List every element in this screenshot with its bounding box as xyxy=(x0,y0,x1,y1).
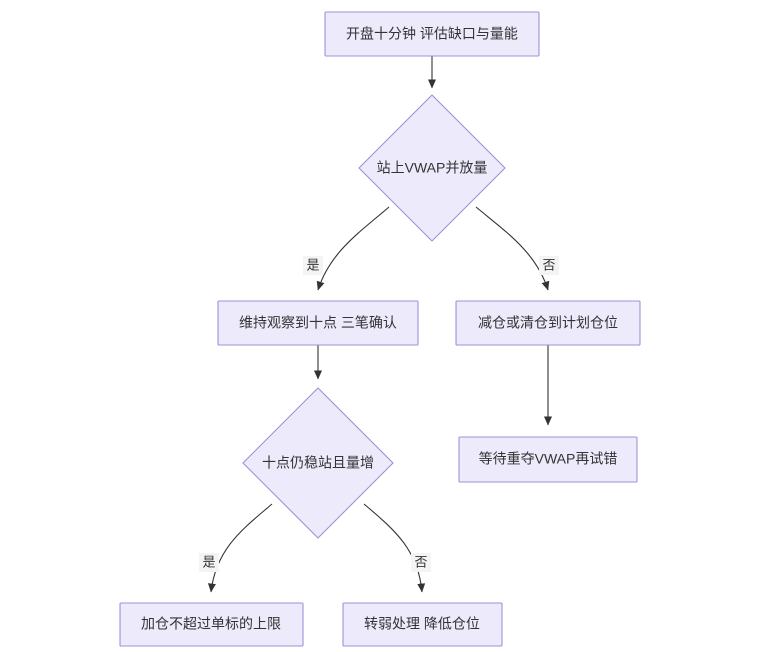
node-weaken-reduce-shape[interactable] xyxy=(342,602,503,647)
node-decision-vwap[interactable]: 站上VWAP并放量 xyxy=(358,94,506,242)
node-group: 开盘十分钟 评估缺口与量能 站上VWAP并放量 维持观察到十点 三笔确认 减仓或… xyxy=(119,11,641,647)
node-weaken-reduce[interactable]: 转弱处理 降低仓位 xyxy=(342,602,503,647)
edge-decision1-no-to-reduce xyxy=(475,206,550,291)
node-start-shape[interactable] xyxy=(324,11,540,57)
node-decision-ten-oclock-shape[interactable] xyxy=(242,387,394,539)
node-add-position[interactable]: 加仓不超过单标的上限 xyxy=(119,602,304,647)
edge-label-bg xyxy=(199,553,219,572)
node-wait-retake-shape[interactable] xyxy=(458,436,638,483)
edge-label-bg xyxy=(539,256,559,275)
edge-label-yes-1: 是 xyxy=(303,256,323,275)
edge-label-no-2: 否 xyxy=(411,553,431,572)
node-hold-observe[interactable]: 维持观察到十点 三笔确认 xyxy=(217,300,419,346)
node-add-position-label: 加仓不超过单标的上限 xyxy=(141,616,281,632)
node-add-position-shape[interactable] xyxy=(119,602,304,647)
edge-label-text: 否 xyxy=(542,257,555,272)
node-hold-observe-shape[interactable] xyxy=(217,300,419,346)
edge-decision1-yes-to-hold xyxy=(316,206,390,291)
node-reduce-position-label: 减仓或清仓到计划仓位 xyxy=(478,315,618,331)
node-decision-ten-oclock-label: 十点仍稳站且量增 xyxy=(262,455,374,471)
node-wait-retake-label: 等待重夺VWAP再试错 xyxy=(479,451,618,467)
node-decision-vwap-label: 站上VWAP并放量 xyxy=(377,160,488,176)
edge-label-text: 是 xyxy=(306,257,319,272)
edge-label-yes-2: 是 xyxy=(199,553,219,572)
edge-decision2-no-to-weaken xyxy=(363,503,426,593)
edge-label-no-1: 否 xyxy=(539,256,559,275)
node-decision-ten-oclock[interactable]: 十点仍稳站且量增 xyxy=(242,387,394,539)
node-wait-retake[interactable]: 等待重夺VWAP再试错 xyxy=(458,436,638,483)
node-start[interactable]: 开盘十分钟 评估缺口与量能 xyxy=(324,11,540,57)
node-weaken-reduce-label: 转弱处理 降低仓位 xyxy=(364,616,480,632)
edge-label-text: 否 xyxy=(414,554,427,569)
edge-group xyxy=(207,56,552,593)
edge-label-group: 是 否 是 否 xyxy=(199,256,559,572)
edge-decision2-yes-to-addpos xyxy=(207,503,273,593)
edge-label-bg xyxy=(411,553,431,572)
node-hold-observe-label: 维持观察到十点 三笔确认 xyxy=(239,315,397,331)
edge-label-bg xyxy=(303,256,323,275)
node-start-label: 开盘十分钟 评估缺口与量能 xyxy=(346,26,518,42)
node-decision-vwap-shape[interactable] xyxy=(358,94,506,242)
node-reduce-position-shape[interactable] xyxy=(455,300,641,346)
edge-label-text: 是 xyxy=(202,554,215,569)
node-reduce-position[interactable]: 减仓或清仓到计划仓位 xyxy=(455,300,641,346)
